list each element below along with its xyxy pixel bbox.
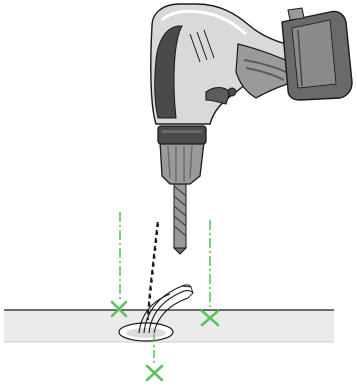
x-mark-icon xyxy=(110,300,128,318)
drill-chuck-icon xyxy=(157,125,207,185)
drill-bit-icon xyxy=(172,175,188,255)
cordless-drill-icon xyxy=(150,3,301,125)
twisted-cable-icon xyxy=(146,221,160,321)
x-mark-icon xyxy=(200,309,220,327)
guide-mark-bottom xyxy=(145,334,164,382)
guide-mark-left xyxy=(110,212,128,318)
guide-mark-right xyxy=(200,220,220,327)
battery-pack-icon xyxy=(281,7,353,101)
work-surface xyxy=(0,309,357,386)
x-mark-icon xyxy=(145,364,164,382)
drilled-hole-icon xyxy=(118,322,174,342)
